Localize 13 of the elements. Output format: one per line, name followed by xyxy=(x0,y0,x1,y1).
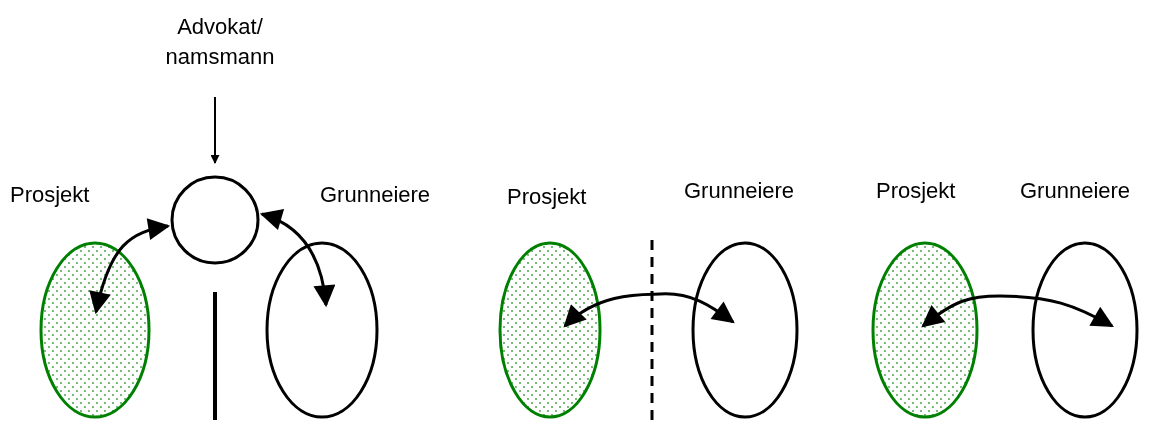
arrow xyxy=(210,96,220,164)
role-label: Advokat/ namsmann xyxy=(150,12,290,76)
double-arrow xyxy=(921,294,1114,328)
group-label: Grunneiere xyxy=(684,177,795,205)
double-arrow xyxy=(563,292,735,328)
group-label: Prosjekt xyxy=(876,177,956,205)
group-label: Grunneiere xyxy=(320,181,431,209)
group-label: Prosjekt xyxy=(10,181,90,209)
circle xyxy=(170,175,260,265)
group-label: Grunneiere xyxy=(1020,177,1131,205)
double-arrow xyxy=(89,218,171,315)
double-arrow xyxy=(259,210,335,308)
group-label: Prosjekt xyxy=(507,183,587,211)
